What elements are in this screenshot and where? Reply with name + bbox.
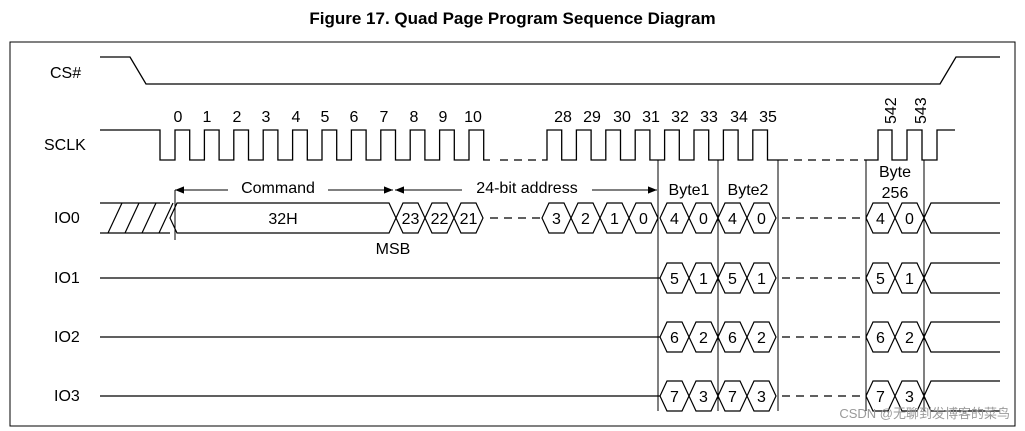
data-bit-value: 7 (728, 389, 737, 406)
data-bit-value: 3 (699, 389, 708, 406)
address-bit-value: 2 (581, 211, 590, 228)
byte1-label: Byte1 (669, 182, 710, 199)
cs-waveform (100, 56, 1000, 85)
clock-number: 3 (262, 109, 271, 126)
dont-care-hatch (107, 202, 123, 234)
clock-number: 7 (380, 109, 389, 126)
diagram-frame (9, 41, 1016, 427)
sclk-segment (100, 129, 490, 161)
data-bit-value: 1 (905, 271, 914, 288)
sclk-segment (545, 129, 780, 161)
data-bit-value: 7 (670, 389, 679, 406)
byte-guide-lines (657, 160, 925, 411)
tristate-end (923, 380, 1000, 412)
data-bit-value: 6 (728, 330, 737, 347)
address-bit-value: 21 (460, 211, 478, 228)
clock-number: 0 (174, 109, 183, 126)
clock-number: 8 (410, 109, 419, 126)
io0-label: IO0 (54, 210, 80, 227)
byte256-label-1: Byte (879, 164, 911, 181)
data-bit-value: 2 (905, 330, 914, 347)
clock-number: 5 (321, 109, 330, 126)
data-bit-value: 0 (905, 211, 914, 228)
data-bit-value: 5 (728, 271, 737, 288)
io2-label: IO2 (54, 329, 80, 346)
data-bit-value: 2 (757, 330, 766, 347)
watermark: CSDN @无聊到发博客的菜鸟 (839, 406, 1010, 421)
data-bit-cell (746, 380, 777, 412)
sclk-waveform (100, 129, 955, 161)
data-bit-value: 1 (757, 271, 766, 288)
data-bit-value: 2 (699, 330, 708, 347)
address-bit-cell (453, 202, 484, 234)
data-bit-value: 5 (670, 271, 679, 288)
byte256-label-2: 256 (882, 185, 909, 202)
data-bit-value: 7 (876, 389, 885, 406)
dont-care-hatch (124, 202, 140, 234)
tristate-end (923, 262, 1000, 294)
io1-waveform: 5 1 5 1 5 1 (100, 262, 1000, 294)
data-bit-cell (746, 202, 777, 234)
address-label: 24-bit address (476, 180, 577, 197)
clock-number: 31 (642, 109, 660, 126)
clock-number: 33 (700, 109, 718, 126)
clock-number: 4 (292, 109, 301, 126)
clock-number: 30 (613, 109, 631, 126)
io2-waveform: 6 2 6 2 6 2 (100, 321, 1000, 353)
clock-number: 543 (913, 97, 930, 124)
address-bit-value: 0 (639, 211, 648, 228)
tristate-end (923, 321, 1000, 353)
cs-label: CS# (50, 65, 81, 82)
data-bit-value: 6 (670, 330, 679, 347)
data-bit-value: 3 (757, 389, 766, 406)
clock-number: 10 (464, 109, 482, 126)
clock-number: 2 (233, 109, 242, 126)
figure-title: Figure 17. Quad Page Program Sequence Di… (309, 9, 716, 28)
data-bit-value: 3 (905, 389, 914, 406)
clock-number: 28 (554, 109, 572, 126)
msb-label: MSB (376, 241, 411, 258)
address-bit-value: 22 (431, 211, 449, 228)
io1-label: IO1 (54, 270, 80, 287)
data-bit-value: 0 (757, 211, 766, 228)
data-bit-value: 5 (876, 271, 885, 288)
data-bit-value: 6 (876, 330, 885, 347)
clock-number: 9 (439, 109, 448, 126)
data-bit-cell (746, 321, 777, 353)
clock-number: 542 (883, 97, 900, 124)
dont-care-border (100, 202, 170, 234)
command-label: Command (241, 180, 315, 197)
io3-label: IO3 (54, 388, 80, 405)
sclk-segment (865, 129, 955, 161)
clock-number: 35 (759, 109, 777, 126)
data-bit-cell (746, 262, 777, 294)
clock-number: 32 (671, 109, 689, 126)
clock-number: 6 (350, 109, 359, 126)
command-value: 32H (268, 211, 297, 228)
data-bit-value: 0 (699, 211, 708, 228)
io3-waveform: 7 3 7 3 7 3 (100, 380, 1000, 412)
sclk-label: SCLK (44, 137, 86, 154)
address-bit-value: 1 (610, 211, 619, 228)
clock-number: 1 (203, 109, 212, 126)
byte2-label: Byte2 (728, 182, 769, 199)
data-bit-value: 4 (876, 211, 885, 228)
data-bit-value: 1 (699, 271, 708, 288)
data-bit-value: 4 (670, 211, 679, 228)
clock-number: 29 (583, 109, 601, 126)
dont-care-hatch (141, 202, 157, 234)
address-bit-value: 23 (402, 211, 420, 228)
address-bit-value: 3 (552, 211, 561, 228)
tristate-end (923, 202, 1000, 234)
dont-care-hatch (158, 202, 174, 234)
data-bit-value: 4 (728, 211, 737, 228)
clock-number: 34 (730, 109, 748, 126)
